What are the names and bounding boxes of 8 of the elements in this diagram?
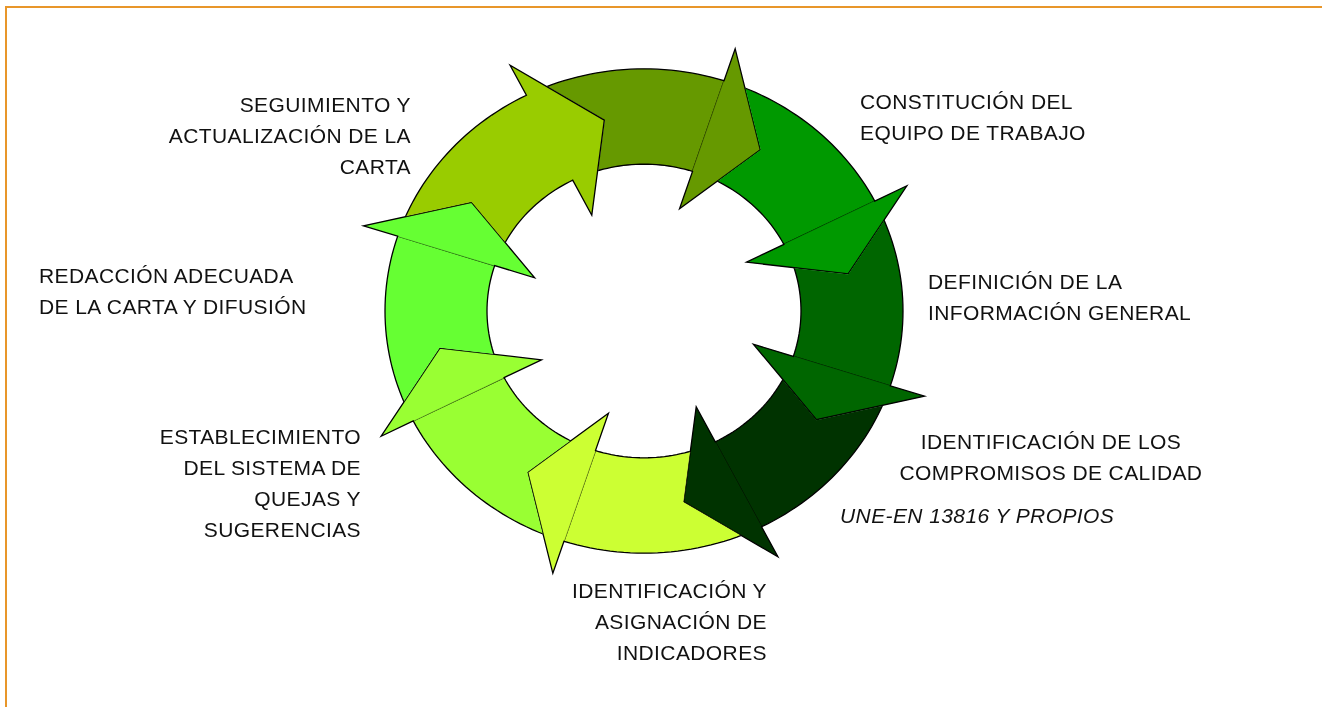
step-label: IDENTIFICACIÓN Y ASIGNACIÓN DE INDICADORES bbox=[570, 578, 767, 666]
step-label: CONSTITUCIÓN DEL EQUIPO DE TRABAJO bbox=[860, 89, 1086, 146]
step-label: IDENTIFICACIÓN DE LOS COMPROMISOS DE CALIDAD bbox=[898, 429, 1204, 486]
step-label: ESTABLECIMIENTO DEL SISTEMA DE QUEJAS Y SUGERENCIAS bbox=[158, 424, 361, 543]
step-label: REDACCIÓN ADECUADA DE LA CARTA Y DIFUSIÓN bbox=[39, 263, 307, 320]
step-label: DEFINICIÓN DE LA INFORMACIÓN GENERAL bbox=[928, 269, 1192, 326]
step-label: SEGUIMIENTO Y ACTUALIZACIÓN DE LA CARTA bbox=[167, 92, 411, 180]
step-note: UNE-EN 13816 Y PROPIOS bbox=[840, 503, 1115, 529]
